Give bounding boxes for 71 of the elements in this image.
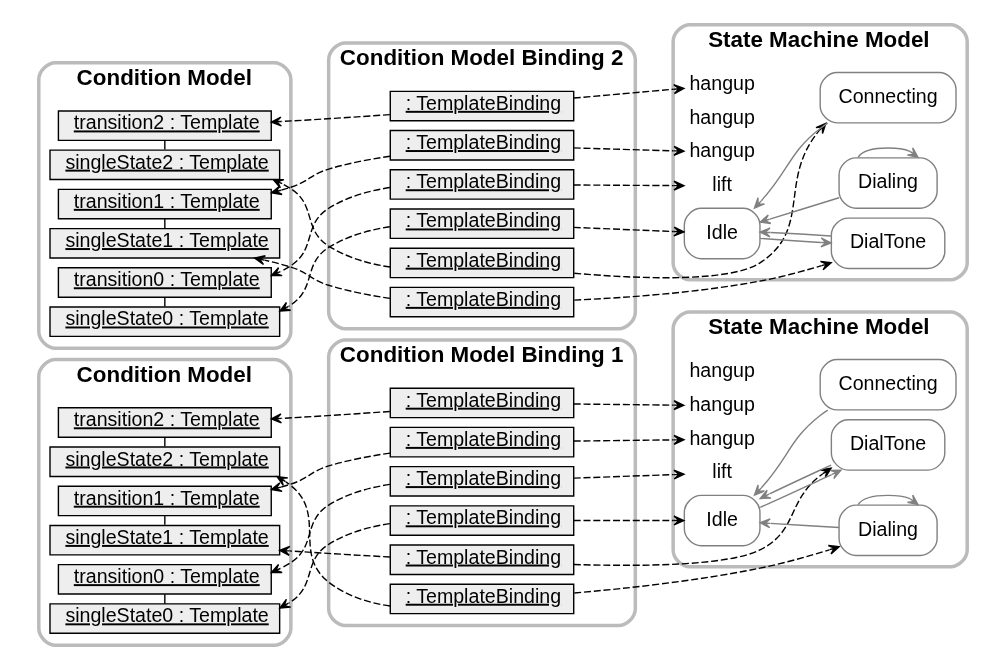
node-text: hangup xyxy=(688,105,755,128)
node-box: : TemplateBinding xyxy=(389,286,574,318)
arrow xyxy=(572,226,685,237)
node-box: Connecting xyxy=(818,71,957,124)
node-box: transition2 : Template xyxy=(57,110,272,142)
node-box: Idle xyxy=(683,494,761,547)
node-text: hangup xyxy=(688,139,755,162)
node-box: : TemplateBinding xyxy=(389,129,574,161)
connector xyxy=(163,515,166,526)
node-text: hangup xyxy=(688,72,755,95)
node-box: : TemplateBinding xyxy=(389,208,574,240)
node-box: transition1 : Template xyxy=(57,188,272,220)
connector xyxy=(163,436,166,448)
arrow xyxy=(758,237,832,248)
node-box: DialTone xyxy=(830,217,945,270)
node-text: lift xyxy=(711,173,732,196)
node-box: : TemplateBinding xyxy=(389,169,574,200)
node-box: singleState2 : Template xyxy=(48,149,280,181)
node-box: : TemplateBinding xyxy=(389,505,574,536)
connector xyxy=(163,139,166,151)
node-box: : TemplateBinding xyxy=(389,583,574,615)
node-box: transition2 : Template xyxy=(57,407,272,438)
connector xyxy=(163,296,166,308)
arrow xyxy=(572,145,685,156)
node-box: singleState1 : Template xyxy=(48,227,280,259)
arrow xyxy=(572,180,685,191)
arrow xyxy=(270,113,390,127)
node-text: hangup xyxy=(688,426,755,449)
arrow xyxy=(572,434,685,445)
arrow xyxy=(278,522,391,609)
arrow xyxy=(572,84,685,99)
node-box: : TemplateBinding xyxy=(389,247,574,279)
node-box: transition1 : Template xyxy=(57,485,272,517)
node-box: : TemplateBinding xyxy=(389,426,574,458)
node-box: Idle xyxy=(683,207,761,260)
node-box: : TemplateBinding xyxy=(389,90,574,122)
node-box: singleState1 : Template xyxy=(48,524,280,556)
arrow xyxy=(572,400,685,411)
arrow xyxy=(572,469,685,480)
node-text: hangup xyxy=(688,359,755,382)
node-box: : TemplateBinding xyxy=(389,544,574,576)
node-text: lift xyxy=(711,460,732,483)
arrow xyxy=(270,452,391,493)
node-box: : TemplateBinding xyxy=(389,465,574,497)
arrow xyxy=(573,544,840,594)
node-box: Dialing xyxy=(837,504,938,557)
connector xyxy=(163,593,166,605)
connector xyxy=(163,218,166,229)
node-box: transition0 : Template xyxy=(57,267,272,298)
node-box: singleState0 : Template xyxy=(48,603,280,634)
node-box: Dialing xyxy=(837,157,938,209)
arrow xyxy=(253,255,391,300)
arrow xyxy=(856,147,919,158)
node-box: singleState0 : Template xyxy=(48,306,280,338)
node-box: singleState2 : Template xyxy=(48,446,280,478)
node-box: transition0 : Template xyxy=(57,563,272,595)
arrow xyxy=(758,197,840,225)
arrow xyxy=(275,475,391,607)
node-box: : TemplateBinding xyxy=(389,387,574,419)
arrow xyxy=(856,494,919,506)
arrow xyxy=(758,227,832,238)
arrow xyxy=(573,260,832,301)
arrow xyxy=(270,410,390,424)
node-box: DialTone xyxy=(830,419,945,471)
arrow xyxy=(572,515,685,526)
arrow xyxy=(278,226,391,312)
arrow xyxy=(278,545,391,558)
arrow xyxy=(758,518,840,529)
node-box: Connecting xyxy=(818,358,957,411)
arrow xyxy=(753,409,828,496)
node-text: hangup xyxy=(688,392,755,415)
